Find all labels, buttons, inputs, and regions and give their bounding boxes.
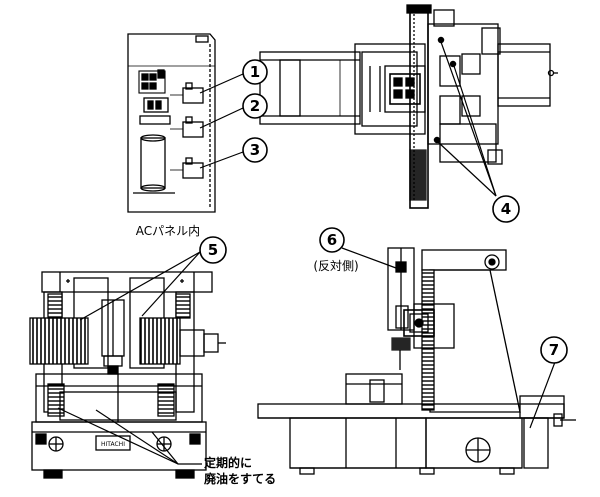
top-view-drawing bbox=[259, 4, 558, 209]
callout-3: 3 bbox=[242, 137, 268, 163]
callout-5: 5 bbox=[199, 236, 227, 264]
side-view-drawing bbox=[257, 247, 576, 475]
leader-lines bbox=[57, 41, 556, 465]
callout-number: 6 bbox=[327, 231, 337, 249]
callout-2: 2 bbox=[242, 93, 268, 119]
ac-panel-drawing bbox=[127, 33, 216, 213]
callout-circle bbox=[540, 336, 568, 364]
callout-1: 1 bbox=[242, 59, 268, 85]
machine-nameplate: HITACHI bbox=[101, 441, 125, 448]
callout-6: 6 bbox=[319, 227, 345, 253]
callout-circle bbox=[492, 195, 520, 223]
callout-circle bbox=[242, 93, 268, 119]
callout-circle bbox=[319, 227, 345, 253]
ac-panel-caption: ACパネル内 bbox=[136, 224, 200, 238]
drain-note-line1: 定期的に bbox=[204, 455, 252, 470]
callout-7: 7 bbox=[540, 336, 568, 364]
callout-number: 3 bbox=[250, 141, 260, 159]
drain-note-line2: 廃油をすてる bbox=[204, 471, 276, 486]
callout-number: 2 bbox=[250, 97, 260, 115]
callout-number: 7 bbox=[549, 341, 559, 359]
callout-number: 1 bbox=[250, 63, 260, 81]
opposite-side-label: (反対側) bbox=[313, 259, 358, 273]
callout-circle bbox=[199, 236, 227, 264]
callout-number: 4 bbox=[501, 200, 511, 218]
front-view-drawing bbox=[29, 271, 226, 479]
callout-number: 5 bbox=[208, 241, 218, 259]
callout-circle bbox=[242, 137, 268, 163]
callout-circle bbox=[242, 59, 268, 85]
callout-4: 4 bbox=[492, 195, 520, 223]
